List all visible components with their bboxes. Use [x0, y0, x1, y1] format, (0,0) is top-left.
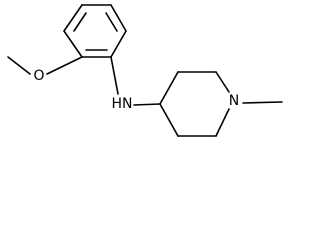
bond-benzene-1 [63, 4, 83, 32]
amine-linker [110, 56, 161, 106]
piperidine-ring [159, 71, 230, 137]
bond-amine-to-piperidine [133, 103, 161, 106]
n-methyl-group [242, 101, 283, 104]
bond-benzene-6 [63, 30, 83, 58]
bond-piperidine-4 [215, 108, 230, 137]
bond-piperidine-3 [215, 71, 230, 93]
bond-benzene-inner-1 [73, 12, 87, 32]
bond-ring-to-amine [110, 56, 119, 95]
bond-piperidine-1 [159, 71, 179, 105]
bond-benzene-3 [110, 4, 127, 32]
bond-ring-to-oxygen [46, 56, 83, 75]
bond-piperidine-6 [159, 103, 179, 137]
atom-labels: O HN N [33, 68, 239, 112]
oxygen-atom-label: O [33, 68, 44, 84]
amine-nh-atom-label: HN [112, 96, 133, 112]
benzene-ring [63, 4, 127, 58]
piperidine-nitrogen-atom-label: N [229, 93, 239, 109]
molecule-structure-diagram: O HN N [7, 4, 283, 137]
bond-benzene-4 [110, 30, 127, 58]
bond-nitrogen-to-methyl [242, 101, 283, 104]
methoxy-group [7, 56, 83, 75]
bond-oxygen-to-methyl [7, 56, 31, 75]
bond-benzene-inner-2 [105, 12, 118, 32]
